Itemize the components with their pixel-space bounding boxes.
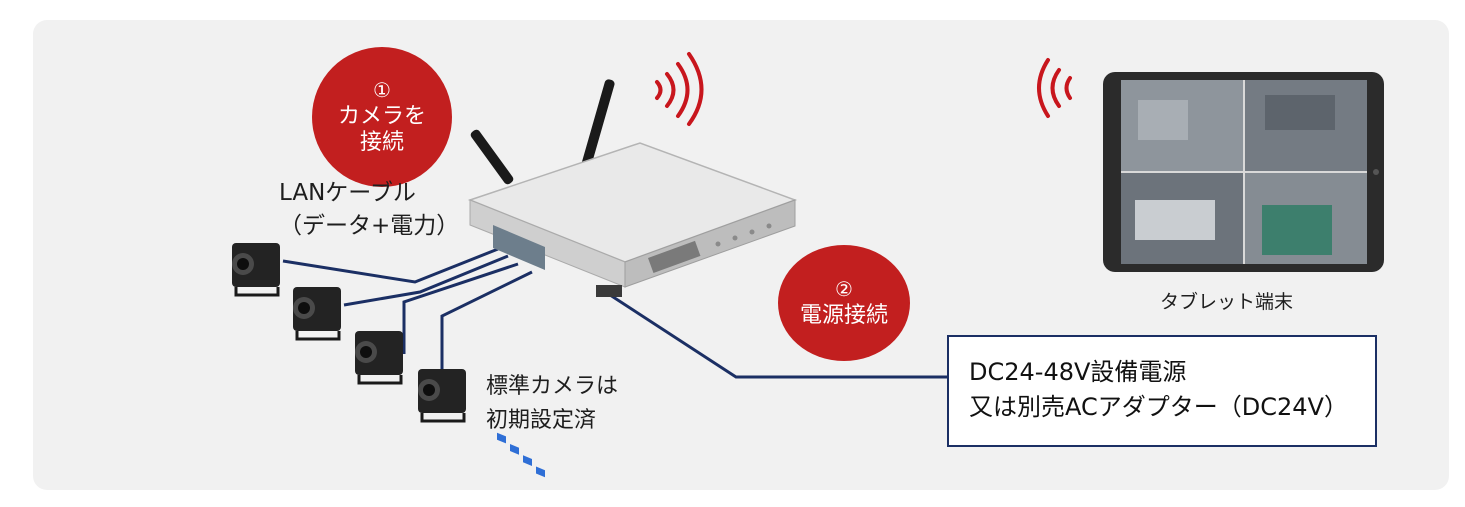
- lan-cable-3: [402, 262, 519, 354]
- power-line1: DC24-48V設備電源: [969, 358, 1187, 386]
- power-line2: 又は別売ACアダプター（DC24V）: [969, 392, 1348, 421]
- tablet-icon: [1103, 72, 1384, 272]
- step-number-2: ②: [835, 276, 853, 301]
- camera-icon: [355, 331, 403, 385]
- standard-camera-label: 標準カメラは 初期設定済: [486, 370, 618, 438]
- connect-camera-line2: 接続: [359, 130, 404, 155]
- camera-icon: [293, 287, 341, 341]
- lan-cable-line2: （データ+電力）: [279, 213, 460, 240]
- power-source-box: DC24-48V設備電源 又は別売ACアダプター（DC24V）: [947, 335, 1377, 447]
- lan-cable-4: [440, 270, 533, 385]
- connect-power-badge: ② 電源接続: [778, 245, 910, 361]
- camera-icon: [232, 243, 280, 297]
- standard-camera-line1: 標準カメラは: [486, 374, 619, 399]
- lan-cable-1: [282, 247, 499, 284]
- lan-cable-label: LANケーブル （データ+電力）: [279, 177, 459, 244]
- lan-cable-2: [343, 254, 509, 307]
- connect-camera-line1: カメラを: [337, 103, 426, 129]
- lan-cable-line1: LANケーブル: [279, 180, 416, 206]
- camera-icon: [418, 369, 466, 423]
- step-number-1: ①: [373, 77, 391, 102]
- lan-cables: [282, 247, 533, 385]
- connect-power-label: 電源接続: [799, 302, 888, 328]
- standard-camera-line2: 初期設定済: [486, 408, 597, 434]
- connect-camera-badge: ① カメラを 接続: [312, 47, 452, 187]
- antenna-icon: [470, 79, 615, 185]
- tablet-label: タブレット端末: [1160, 291, 1294, 313]
- wifi-icon: [1037, 58, 1072, 118]
- power-cable: [606, 291, 948, 379]
- wifi-icon: [655, 52, 704, 126]
- router-icon: [467, 142, 798, 478]
